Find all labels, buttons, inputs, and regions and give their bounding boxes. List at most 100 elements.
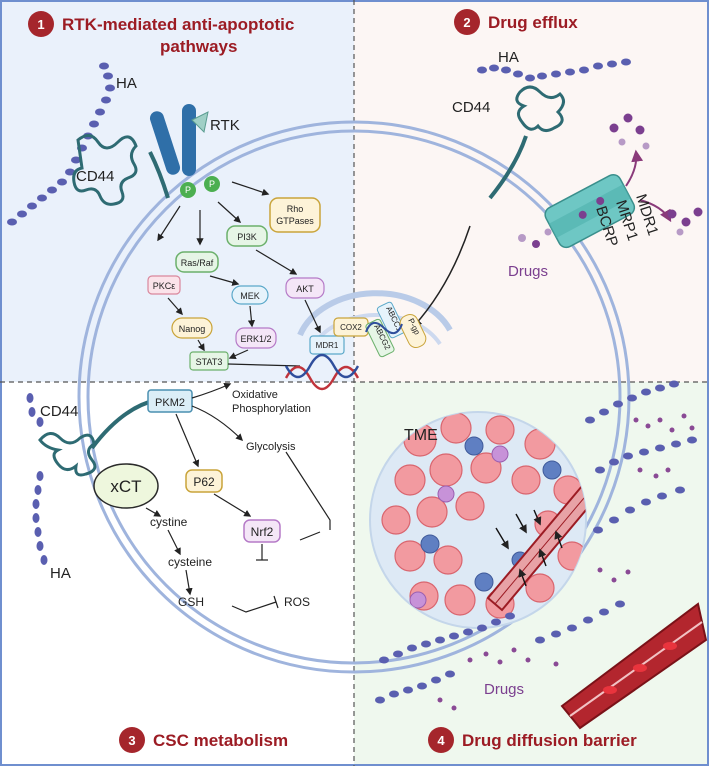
node-nanog-label: Nanog bbox=[179, 324, 206, 334]
panel-1-title-line2: pathways bbox=[160, 37, 237, 56]
efflux-arrow-up bbox=[625, 149, 644, 187]
rtk-arm-left bbox=[149, 111, 181, 175]
node-stat3-label: STAT3 bbox=[196, 357, 223, 367]
nucleus-membrane-inner bbox=[310, 312, 442, 349]
phospho-2-label: P bbox=[209, 179, 215, 189]
drug-molecules-efflux bbox=[609, 113, 703, 236]
ha-chain-2 bbox=[477, 58, 631, 82]
node-pi3k-label: PI3K bbox=[237, 232, 257, 242]
dna-strand-b bbox=[284, 353, 360, 379]
panel-3-title: CSC metabolism bbox=[153, 731, 288, 750]
node-rho-line2: GTPases bbox=[276, 216, 314, 226]
node-mdr1-label: MDR1 bbox=[316, 341, 339, 350]
rtk-ligand bbox=[191, 111, 209, 134]
panel-1-title-line1: RTK-mediated anti-apoptotic bbox=[62, 15, 294, 34]
badge-3-number: 3 bbox=[128, 733, 135, 748]
ha-fibers-4 bbox=[375, 380, 697, 704]
panel-3: 3 CSC metabolism HA CD44 xCT PKM2 Oxidat… bbox=[26, 383, 331, 753]
node-erk bbox=[235, 327, 277, 349]
node-mek-label: MEK bbox=[240, 291, 260, 301]
node-mdr1 bbox=[309, 335, 345, 355]
cystine-label: cystine bbox=[150, 515, 188, 529]
quadrant-1-bg bbox=[0, 0, 354, 382]
ros-label: ROS bbox=[284, 595, 310, 609]
cd44-receptor-2 bbox=[515, 85, 565, 133]
gsh-label: GSH bbox=[178, 595, 204, 609]
phospho-1-label: P bbox=[185, 185, 191, 195]
node-rasraf-label: Ras/Raf bbox=[181, 258, 214, 268]
panel-4: 4 Drug diffusion barrier bbox=[369, 380, 708, 753]
node-rasraf bbox=[175, 251, 219, 273]
cd44-tail-2 bbox=[488, 135, 528, 200]
node-nrf2 bbox=[243, 519, 281, 543]
panel-1: 1 RTK-mediated anti-apoptotic pathways H… bbox=[7, 11, 369, 391]
drugs-label-2: Drugs bbox=[508, 263, 548, 280]
ha-chain-1 bbox=[7, 62, 115, 226]
badge-3 bbox=[119, 727, 145, 753]
ha-chain-3 bbox=[26, 393, 48, 565]
node-p62-label: P62 bbox=[193, 475, 215, 489]
badge-4 bbox=[428, 727, 454, 753]
drugs-label-4: Drugs bbox=[484, 681, 524, 698]
badge-4-number: 4 bbox=[437, 733, 445, 748]
node-cox2-label: COX2 bbox=[340, 323, 362, 332]
node-akt-label: AKT bbox=[296, 284, 314, 294]
oxphos-line1: Oxidative bbox=[232, 389, 278, 401]
cell-membrane-inner bbox=[86, 129, 622, 665]
rtk-arm-right bbox=[182, 104, 196, 176]
tme-cells bbox=[381, 412, 586, 619]
drug-molecules-inside bbox=[518, 228, 552, 248]
node-pi3k bbox=[226, 225, 268, 247]
tme-label: TME bbox=[404, 427, 438, 444]
node-akt bbox=[285, 277, 325, 299]
efflux-arrow-right bbox=[639, 199, 672, 223]
node-pkce-label: PKCε bbox=[153, 281, 176, 291]
node-mek bbox=[231, 285, 269, 305]
node-p62 bbox=[185, 469, 223, 493]
cd44-tail-1 bbox=[148, 151, 170, 199]
node-pkce bbox=[147, 275, 181, 295]
ha-label-1: HA bbox=[116, 75, 137, 92]
dna-strand-a bbox=[284, 365, 360, 391]
cd44-label-2: CD44 bbox=[452, 99, 490, 116]
ha-label-2: HA bbox=[498, 49, 519, 66]
nucleus-arrow bbox=[412, 225, 471, 328]
phospho-2 bbox=[204, 176, 220, 192]
oxphos-line2: Phosphorylation bbox=[232, 403, 311, 415]
node-stat3 bbox=[189, 351, 229, 371]
box-pgp bbox=[399, 313, 427, 349]
badge-1-number: 1 bbox=[37, 17, 44, 32]
badge-2-number: 2 bbox=[463, 15, 470, 30]
pathway-arrows-1 bbox=[157, 181, 321, 367]
node-pkm2-label: PKM2 bbox=[155, 397, 185, 409]
cd44-label-3: CD44 bbox=[40, 403, 78, 420]
cd44-receptor-1 bbox=[72, 134, 138, 206]
box-abcg2 bbox=[365, 318, 395, 358]
badge-2 bbox=[454, 9, 480, 35]
panel-4-title: Drug diffusion barrier bbox=[462, 731, 637, 750]
box-abcc1 bbox=[376, 301, 406, 339]
panel-2-title: Drug efflux bbox=[488, 13, 578, 32]
metabolism-arrows bbox=[145, 383, 331, 613]
quadrant-3-bg bbox=[0, 382, 354, 766]
cysteine-label: cysteine bbox=[168, 555, 212, 569]
ha-label-3: HA bbox=[50, 565, 71, 582]
node-xct bbox=[93, 463, 159, 509]
node-erk-label: ERK1/2 bbox=[240, 334, 271, 344]
cd44-receptor-3 bbox=[38, 432, 97, 477]
node-nrf2-label: Nrf2 bbox=[251, 525, 274, 539]
glycolysis-label: Glycolysis bbox=[246, 441, 296, 453]
cd44-label-1: CD44 bbox=[76, 168, 114, 185]
node-xct-label: xCT bbox=[110, 477, 141, 496]
blood-vessel bbox=[560, 602, 708, 730]
node-rho-line1: Rho bbox=[287, 204, 304, 214]
phospho-1 bbox=[180, 182, 196, 198]
node-rho bbox=[269, 197, 321, 233]
badge-1 bbox=[28, 11, 54, 37]
node-nanog bbox=[171, 317, 213, 339]
node-pkm2 bbox=[147, 389, 193, 413]
rtk-label: RTK bbox=[210, 117, 240, 134]
dna-strand-c bbox=[365, 321, 403, 335]
